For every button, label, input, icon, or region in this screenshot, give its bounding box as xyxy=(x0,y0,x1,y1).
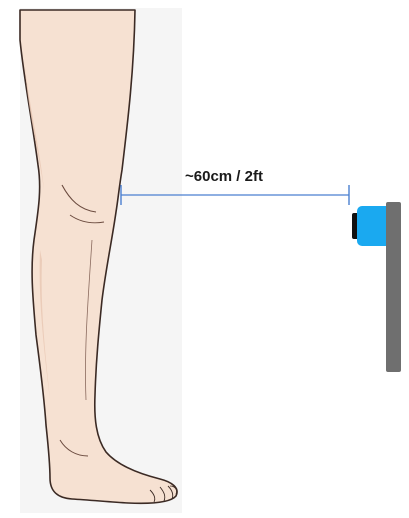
wall-mount-bar xyxy=(386,202,401,372)
sensor-device-icon xyxy=(352,206,391,246)
sensor-body xyxy=(357,206,391,246)
distance-label: ~60cm / 2ft xyxy=(185,168,263,185)
